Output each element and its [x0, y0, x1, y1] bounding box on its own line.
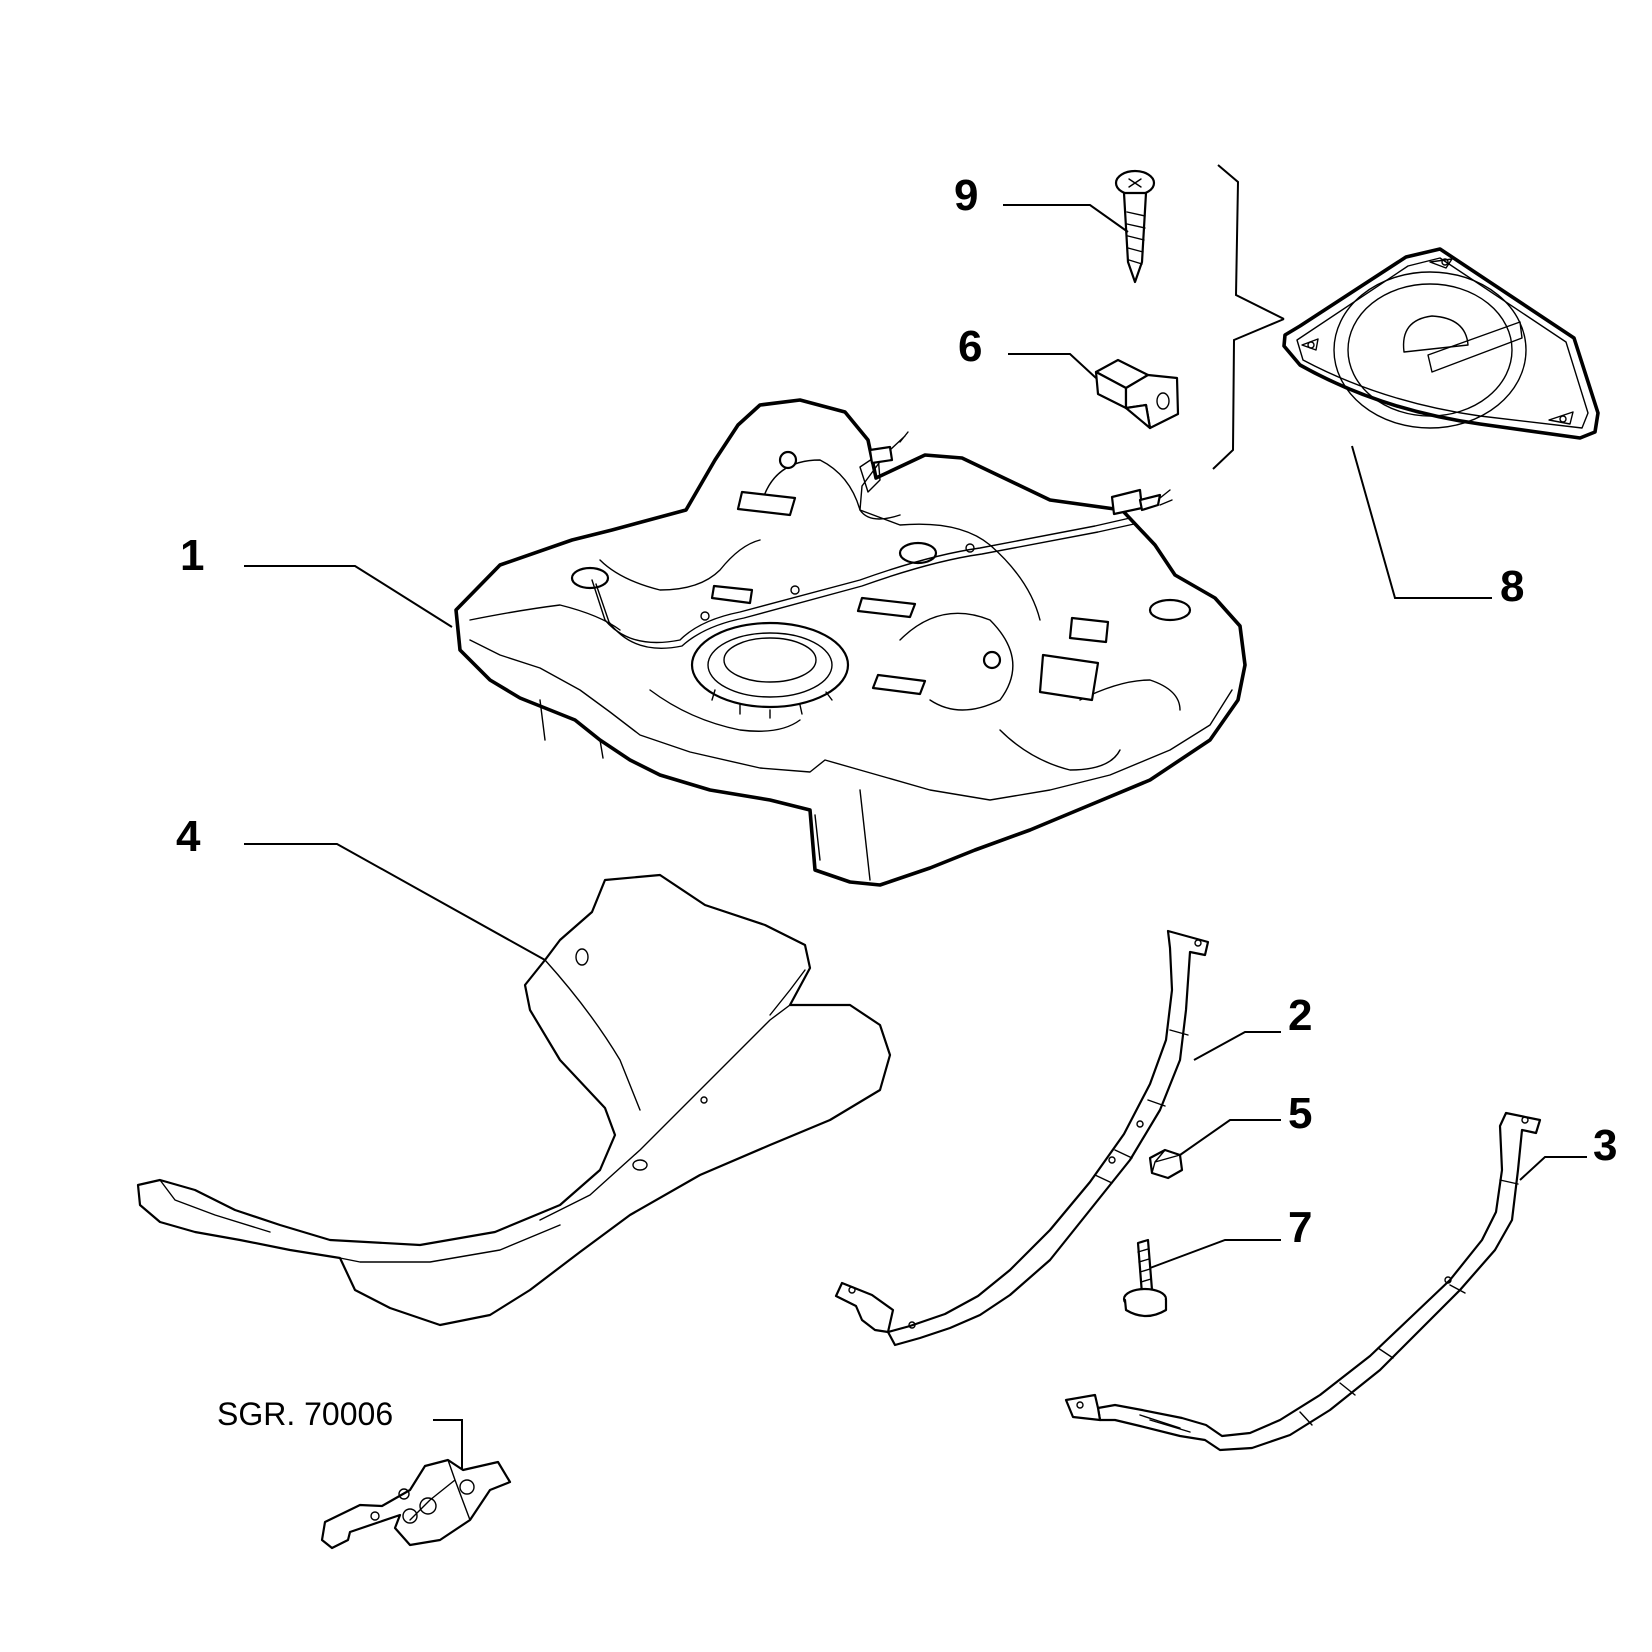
part-1-fuel-tank — [454, 398, 1247, 887]
part-4-heat-shield — [136, 873, 892, 1327]
callout-5: 5 — [1288, 1089, 1312, 1138]
part-7-bolt — [1122, 1238, 1168, 1318]
leader-9 — [1003, 204, 1129, 233]
leader-8 — [1351, 445, 1492, 599]
part-5-nut — [1148, 1148, 1184, 1180]
sgr-bracket-part — [320, 1458, 512, 1550]
leader-1 — [244, 565, 453, 628]
part-9-screw — [1114, 169, 1156, 284]
part-6-clip — [1094, 358, 1180, 430]
callout-7: 7 — [1288, 1203, 1312, 1252]
callout-6: 6 — [958, 322, 982, 371]
sgr-reference-label: SGR. 70006 — [217, 1396, 393, 1432]
callout-3: 3 — [1593, 1121, 1617, 1170]
callout-numbers: 1 2 3 4 5 6 7 8 9 SGR. 70006 — [176, 171, 1617, 1432]
leader-6 — [1008, 353, 1097, 379]
leader-3 — [1519, 1156, 1587, 1181]
part-8-cover-plate — [1282, 247, 1600, 440]
leader-4 — [244, 843, 546, 961]
part-3-strap — [1064, 1111, 1542, 1452]
part-2-strap — [834, 929, 1210, 1347]
callout-9: 9 — [954, 171, 978, 220]
leader-5 — [1179, 1119, 1281, 1156]
leader-lines — [244, 204, 1587, 1470]
leader-2 — [1193, 1031, 1281, 1061]
leader-7 — [1149, 1239, 1281, 1269]
callout-1: 1 — [180, 531, 204, 580]
callout-2: 2 — [1288, 991, 1312, 1040]
leader-sgr — [433, 1419, 463, 1470]
callout-8: 8 — [1500, 562, 1524, 611]
callout-4: 4 — [176, 812, 201, 861]
group-bracket — [1212, 164, 1285, 470]
